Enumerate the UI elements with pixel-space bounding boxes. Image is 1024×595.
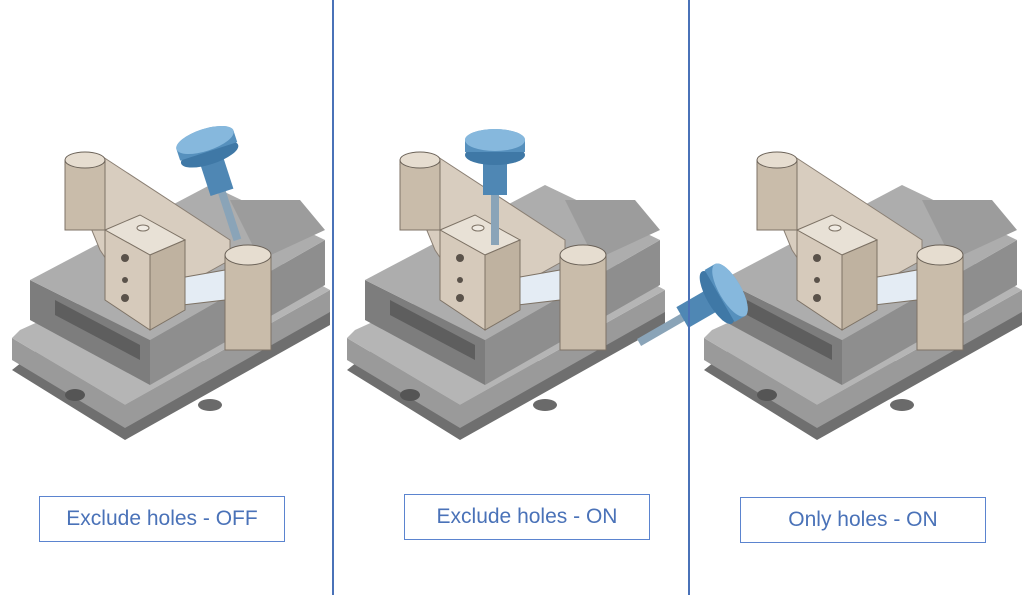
panel-2-caption: Exclude holes - ON	[404, 494, 650, 540]
panel-divider	[332, 0, 334, 595]
panel-1-caption: Exclude holes - OFF	[39, 496, 285, 542]
panel-1-scene	[11, 120, 331, 441]
panel-divider	[688, 0, 690, 595]
panel-3-caption: Only holes - ON	[740, 497, 986, 543]
panel-3-scene	[624, 151, 1023, 441]
panel-2-scene	[346, 129, 666, 441]
